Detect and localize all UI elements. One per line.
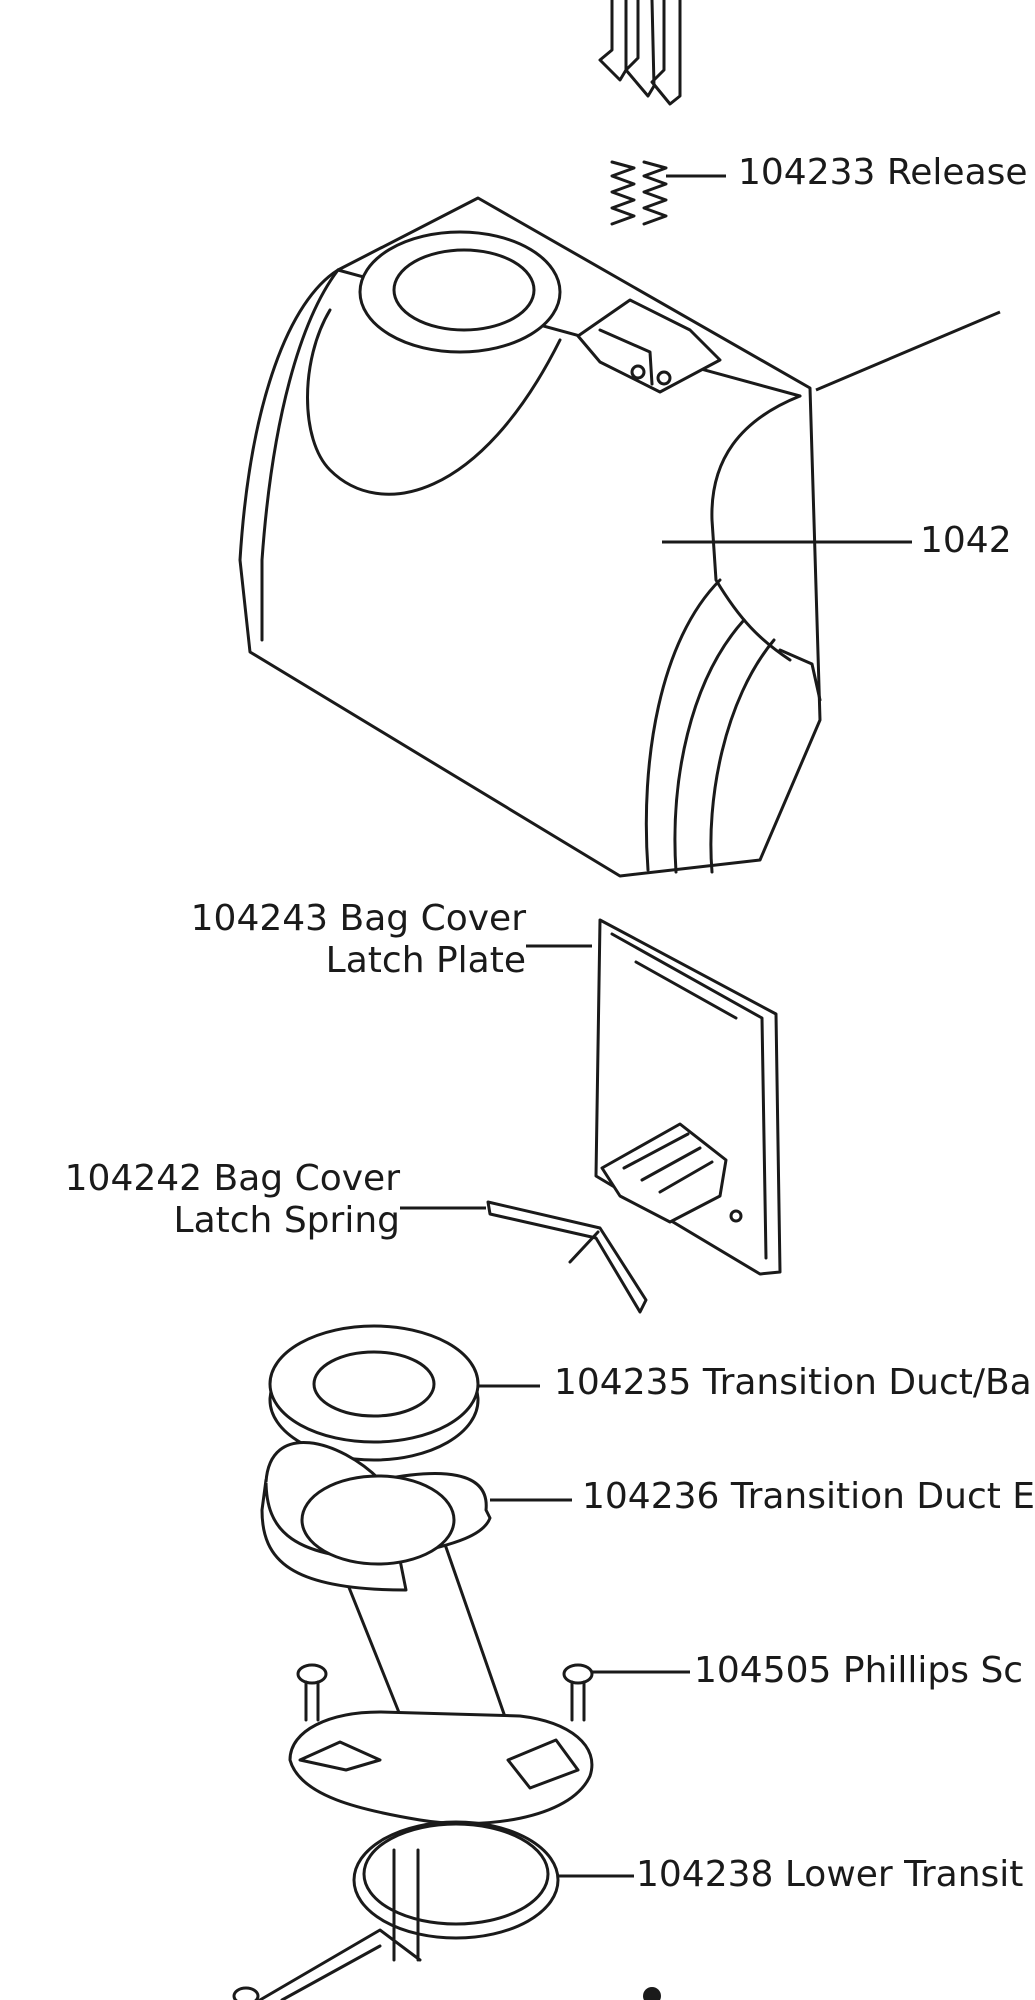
latch-plate-part xyxy=(526,918,782,1276)
callout-transition-duct-bag: 104235 Transition Duct/Ba xyxy=(554,1362,1032,1403)
callout-lower-transition: 104238 Lower Transit xyxy=(636,1854,1024,1895)
callout-phillips-screw: 104505 Phillips Sc xyxy=(694,1650,1024,1691)
callout-latch-spring-line2: Latch Spring xyxy=(173,1200,400,1241)
callout-housing: 1042 xyxy=(920,520,1012,561)
transition-duct-seal-part xyxy=(268,1324,540,1462)
lower-transition-ring-part xyxy=(352,1820,634,1962)
release-springs-part xyxy=(610,160,726,226)
top-prongs-part xyxy=(598,0,682,106)
phillips-screws-part xyxy=(296,1663,690,1722)
callout-latch-plate-line1: 104243 Bag Cover xyxy=(190,898,526,939)
base-part xyxy=(232,1928,661,2000)
transition-duct-part xyxy=(260,1441,594,1825)
latch-spring-part xyxy=(400,1200,648,1314)
bag-cover-housing-part xyxy=(238,196,1001,878)
callout-release-spring: 104233 Release xyxy=(738,152,1028,193)
callout-latch-plate-line2: Latch Plate xyxy=(325,940,526,981)
callout-latch-spring: 104242 Bag Cover Latch Spring xyxy=(40,1158,400,1242)
exploded-parts-diagram xyxy=(232,0,1001,2000)
callout-latch-plate: 104243 Bag Cover Latch Plate xyxy=(150,898,526,982)
callout-latch-spring-line1: 104242 Bag Cover xyxy=(64,1158,400,1199)
callout-transition-duct: 104236 Transition Duct E xyxy=(582,1476,1035,1517)
